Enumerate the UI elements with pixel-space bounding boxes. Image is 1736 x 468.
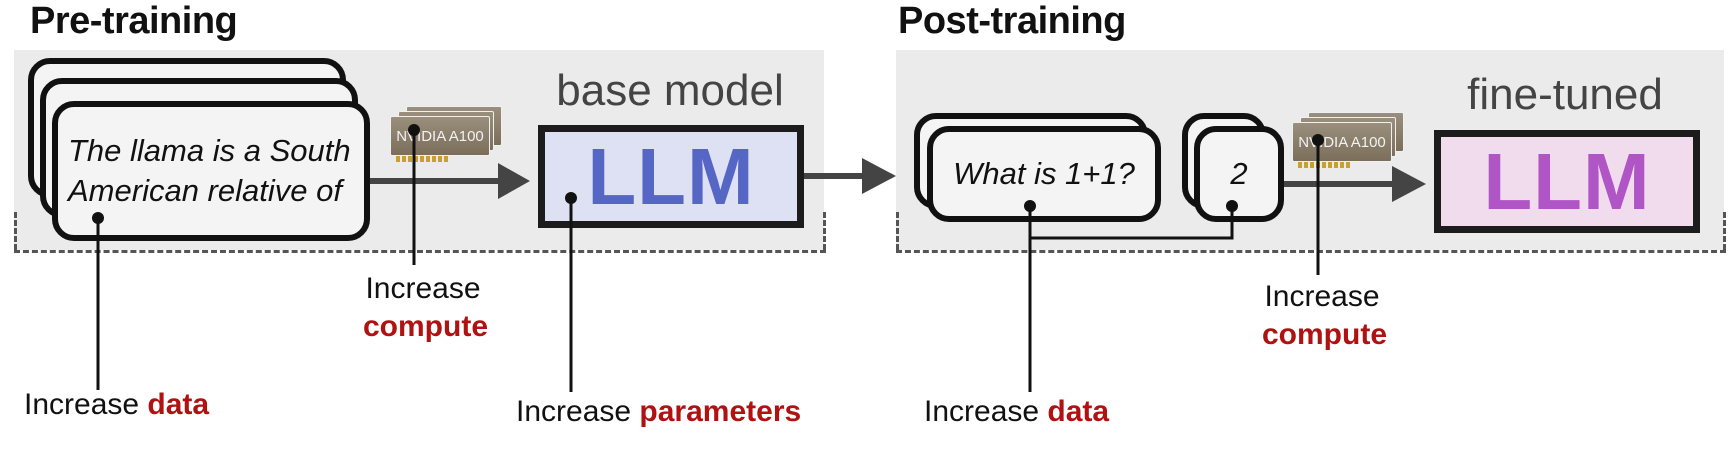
post-compute-label-prefix: Increase [1264,280,1380,313]
base-llm-label: LLM [587,131,755,221]
pretraining-panel-dashed-bottom [14,250,826,253]
pre-compute-label: Increase compute [363,270,489,346]
pre-data-label-emphasis: data [147,388,210,421]
base-llm-box: LLM [538,125,804,228]
leader-post-compute-dot [1312,134,1324,146]
leader-pre-parameters-dot [565,192,577,204]
pretraining-card-line1: The llama is a South [68,133,351,168]
question-card-front: What is 1+1? [927,126,1161,222]
finetuned-llm-box: LLM [1434,130,1700,233]
post-data-label: Increase data [924,395,1109,429]
pretraining-panel-dashed-left [14,212,17,250]
pre-compute-label-emphasis: compute [363,310,489,343]
gpu-connector [396,156,450,162]
pretraining-panel-dashed-right [823,212,826,250]
answer-text: 2 [1230,156,1248,191]
posttraining-arrow-head [1392,166,1426,202]
leader-post-data-dot-question [1024,200,1036,212]
pretraining-card-line2: American relative of [68,173,342,208]
post-data-label-emphasis: data [1047,395,1110,428]
posttraining-panel-dashed-right [1723,212,1726,250]
post-compute-label: Increase compute [1262,278,1388,354]
leader-post-data-dot-answer [1226,200,1238,212]
pretraining-arrow-head [498,163,530,199]
base-model-title: base model [556,66,784,115]
posttraining-panel-dashed-left [896,212,899,250]
finetuned-llm-label: LLM [1483,136,1651,226]
pre-compute-label-prefix: Increase [365,272,481,305]
question-text: What is 1+1? [953,156,1135,191]
posttraining-panel-dashed-bottom [896,250,1726,253]
posttraining-gpu-icon: NVIDIA A100 [1292,112,1412,174]
pretraining-gpu-icon: NVIDIA A100 [390,106,510,168]
leader-post-data-bracket [1028,206,1234,240]
pre-parameters-label-prefix: Increase [516,395,632,428]
pre-parameters-label-emphasis: parameters [639,395,802,428]
leader-pre-compute-dot [408,124,420,136]
pretraining-heading: Pre-training [30,0,238,42]
post-data-label-prefix: Increase [924,395,1040,428]
leader-pre-data-dot [92,212,104,224]
gpu-connector [1298,162,1352,168]
posttraining-heading: Post-training [898,0,1126,42]
pre-parameters-label: Increase parameters [516,395,801,429]
answer-card-front: 2 [1194,126,1284,222]
pre-data-label-prefix: Increase [24,388,140,421]
stage-arrow-head [862,158,896,194]
pretraining-card-front: The llama is a South American relative o… [52,101,370,241]
finetuned-model-title: fine-tuned [1467,70,1663,119]
gpu-card-front: NVIDIA A100 [1292,122,1392,162]
pre-data-label: Increase data [24,388,209,422]
post-compute-label-emphasis: compute [1262,318,1388,351]
